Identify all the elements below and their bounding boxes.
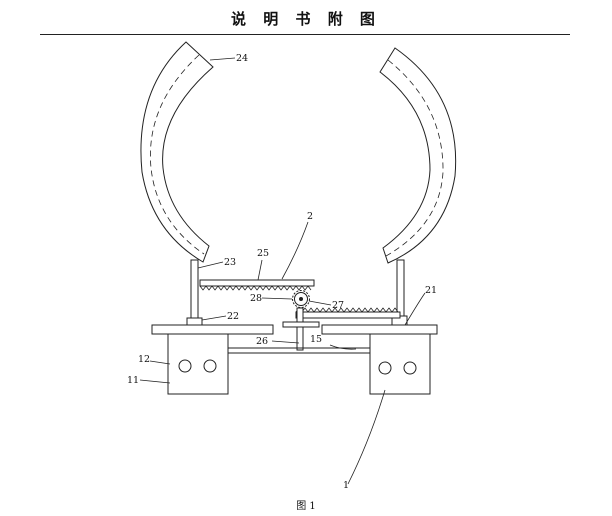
upper-rack [199,279,315,291]
leader-lines [139,57,426,485]
lower-rack [295,307,401,319]
label-28: 28 [250,293,262,304]
label-27: 27 [332,300,344,311]
label-21: 21 [425,285,437,296]
right-block-hole-2 [403,361,417,375]
label-25: 25 [257,248,269,259]
label-12: 12 [138,354,150,365]
label-26: 26 [256,336,268,347]
label-24: 24 [236,53,248,64]
left-block-hole-2 [203,359,217,373]
left-post [186,259,203,329]
right-arc-jaw [379,47,457,264]
header-rule [40,34,570,35]
connecting-rods [228,347,370,354]
label-15: 15 [310,334,322,345]
right-block-hole-1 [378,361,392,375]
label-1: 1 [343,480,349,491]
figure-caption: 图 1 [296,501,316,512]
left-block-hole-1 [178,359,192,373]
right-platform [321,324,438,335]
gear [292,290,310,308]
label-11: 11 [127,375,139,386]
right-base-block [369,333,431,395]
label-2: 2 [307,211,313,222]
gear-mount-plate [282,321,320,328]
left-arc-jaw [140,41,214,263]
left-base-block [167,333,229,395]
left-platform [151,324,274,335]
page-title: 说 明 书 附 图 [231,10,381,28]
label-23: 23 [224,257,236,268]
label-22: 22 [227,311,239,322]
gear-shaft [296,307,304,351]
